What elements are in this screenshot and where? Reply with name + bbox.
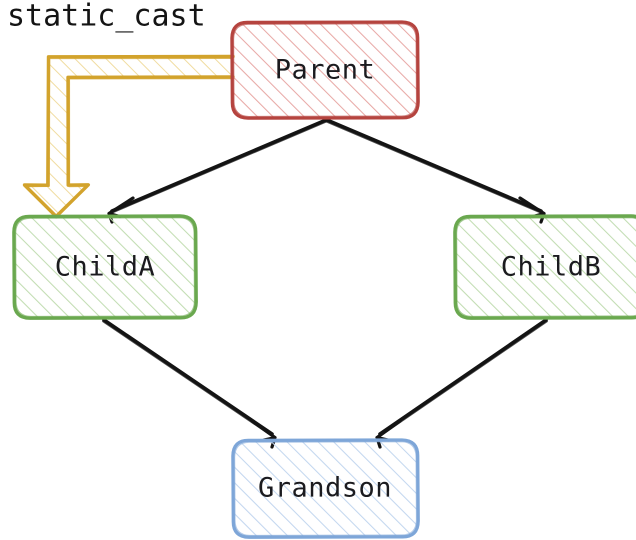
node-parent[interactable]: Parent [230, 20, 420, 120]
edge-childB-to-grandson [375, 318, 548, 449]
node-label-grandson: Grandson [258, 473, 392, 504]
edge-parent-to-childB [325, 118, 546, 224]
node-label-parent: Parent [275, 55, 376, 86]
node-childB[interactable]: ChildB [453, 214, 636, 320]
node-label-childB: ChildB [501, 252, 602, 283]
edge-label-static-cast: static_cast [7, 0, 206, 34]
edge-static-cast-arrow [22, 54, 235, 219]
edge-parent-to-childA [107, 118, 328, 224]
node-grandson[interactable]: Grandson [231, 438, 420, 539]
node-childA[interactable]: ChildA [12, 214, 198, 320]
edge-childA-to-grandson [102, 318, 277, 449]
node-label-childA: ChildA [55, 252, 156, 283]
